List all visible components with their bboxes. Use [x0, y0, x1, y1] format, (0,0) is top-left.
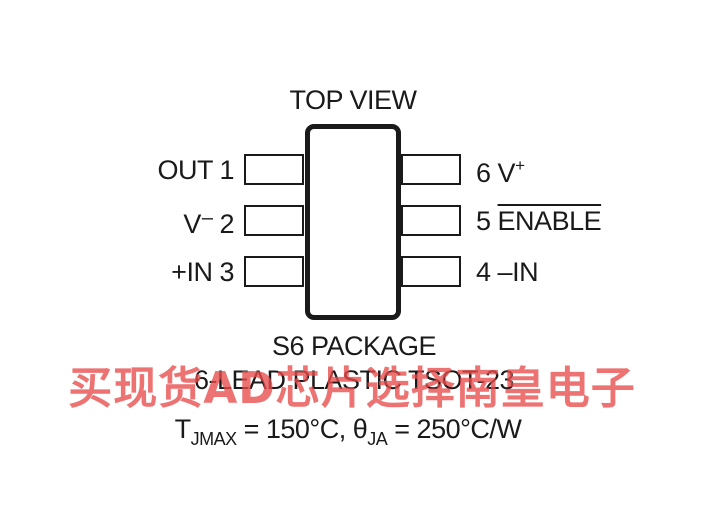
pin-2-name: V: [183, 209, 201, 239]
lead-pin-4: [401, 256, 461, 287]
pin-6-name: V: [497, 158, 516, 188]
pin-2-superscript: –: [201, 207, 213, 229]
pin-2-label: V– 2: [183, 208, 234, 238]
pin-4-label: 4 –IN: [476, 257, 539, 287]
pin-3-number: 3: [219, 257, 234, 287]
pin-5-name: ENABLE: [497, 206, 602, 236]
tjmax-value: = 150°C,: [236, 414, 353, 444]
package-description: 6-LEAD PLASTIC TSOT-23: [193, 365, 515, 395]
pin-4-number: 4: [476, 257, 491, 287]
lead-pin-1: [244, 154, 304, 185]
tjmax-subscript: JMAX: [190, 429, 238, 449]
lead-pin-2: [244, 205, 304, 236]
lead-pin-3: [244, 256, 304, 287]
package-name: S6 PACKAGE: [271, 331, 437, 361]
pin-1-number: 1: [219, 155, 234, 185]
ic-package-body: [305, 124, 401, 320]
pin-5-number: 5: [476, 206, 491, 236]
pin-1-label: OUT 1: [157, 157, 234, 184]
watermark-text: 买现货AD芯片选择南皇电子: [68, 363, 636, 414]
pin-3-name: +IN: [171, 257, 213, 287]
pin-5-label: 5 ENABLE: [476, 206, 602, 236]
theta-symbol: θ: [352, 414, 368, 444]
theta-subscript: JA: [367, 429, 388, 449]
diagram-title: TOP VIEW: [289, 85, 417, 115]
pin-6-label: 6 V+: [476, 157, 525, 187]
pin-4-name: –IN: [497, 257, 539, 287]
pin-6-number: 6: [476, 158, 491, 188]
pin-1-name: OUT: [157, 155, 213, 185]
pin-3-label: +IN 3: [171, 259, 234, 286]
tjmax-symbol: T: [174, 414, 192, 444]
theta-value: = 250°C/W: [387, 414, 522, 444]
thermal-specs: TJMAX = 150°C, θJA = 250°C/W: [174, 414, 522, 449]
pin-6-superscript: +: [515, 156, 525, 175]
lead-pin-6: [401, 154, 461, 185]
lead-pin-5: [401, 205, 461, 236]
pin-2-number: 2: [219, 209, 234, 239]
